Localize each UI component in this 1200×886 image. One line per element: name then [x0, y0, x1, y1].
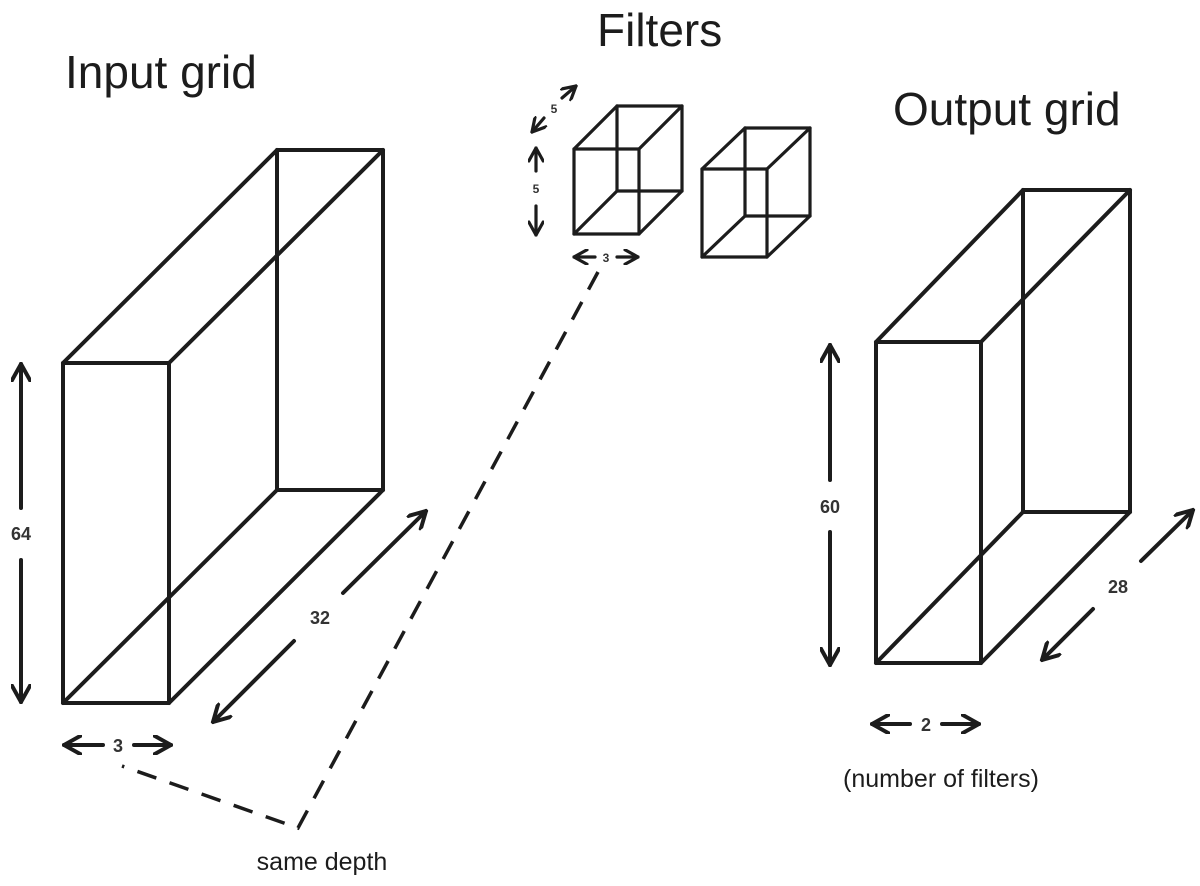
output-depth-label: 2	[921, 715, 931, 735]
filter-height-label: 5	[533, 182, 540, 196]
output-height-dimension: 60	[820, 343, 840, 667]
filter-cube-2	[700, 126, 812, 259]
input-height-dimension: 64	[11, 362, 31, 704]
input-height-label: 64	[11, 524, 31, 544]
input-width-label: 32	[310, 608, 330, 628]
input-front-face	[61, 361, 171, 705]
output-depth-dimension: 2	[870, 715, 981, 735]
input-depth-label: 3	[113, 736, 123, 756]
filter-height-dimension: 5	[533, 146, 540, 237]
input-depth-dimension: 3	[62, 736, 173, 756]
input-back-face	[275, 148, 385, 492]
output-front-face	[874, 340, 983, 665]
output-width-dimension: 28	[1042, 510, 1193, 660]
same-depth-connector	[121, 271, 600, 831]
output-grid-box	[874, 188, 1132, 665]
filters-title: Filters	[597, 4, 722, 56]
number-of-filters-note: (number of filters)	[843, 765, 1039, 793]
same-depth-label: same depth	[257, 848, 388, 876]
filter-depth-label: 3	[603, 251, 610, 265]
filter-cube-1	[572, 104, 684, 236]
input-grid-box	[61, 148, 385, 705]
output-back-face	[1021, 188, 1132, 514]
input-width-dimension: 32	[213, 511, 426, 722]
output-width-label: 28	[1108, 577, 1128, 597]
output-grid-title: Output grid	[893, 83, 1121, 135]
output-height-label: 60	[820, 497, 840, 517]
filter-depth-dimension: 3	[572, 251, 640, 265]
input-grid-title: Input grid	[65, 46, 257, 98]
filter-width-dimension: 5	[532, 86, 576, 132]
filter-width-label: 5	[551, 102, 558, 116]
